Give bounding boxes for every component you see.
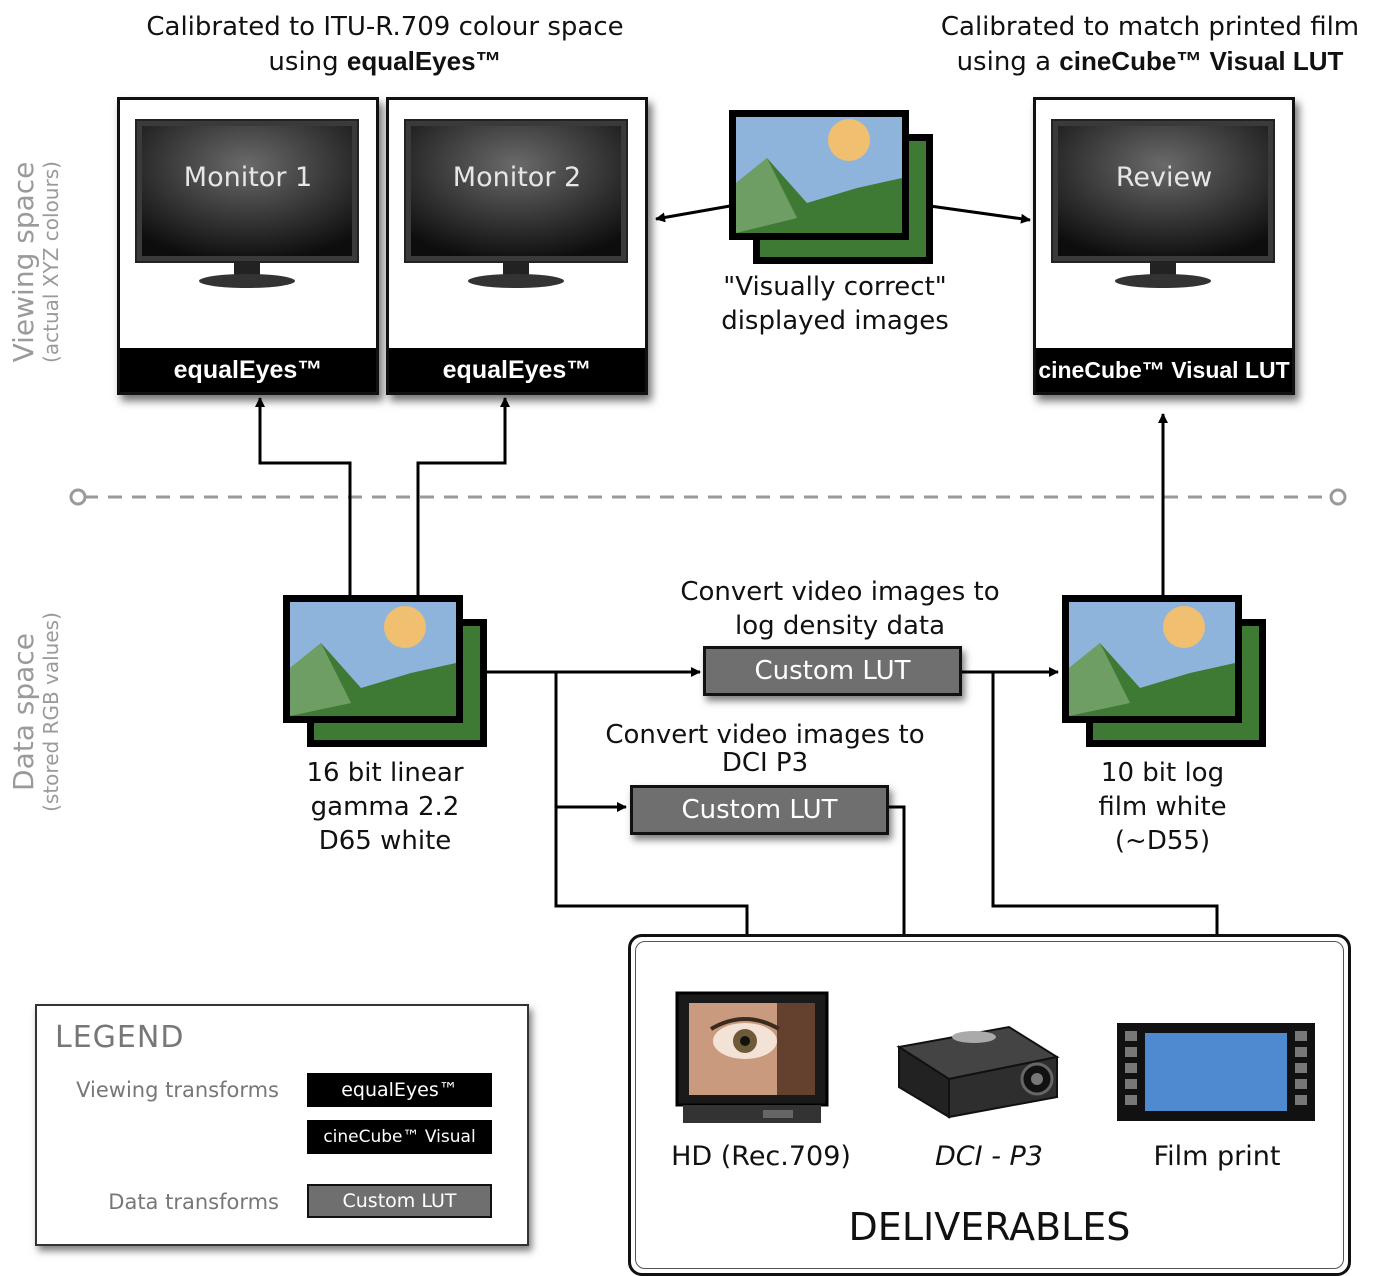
legend-data-label: Data transforms: [108, 1190, 279, 1214]
legend-title: LEGEND: [55, 1020, 185, 1055]
log-target-line1: 10 bit log: [1100, 758, 1225, 788]
arrow-source-to-monitor2: [416, 397, 510, 598]
monitor-icon: [1051, 119, 1275, 288]
divider-right-end: [1329, 488, 1347, 506]
displayed-images-icon: [729, 110, 933, 264]
review-card: Review cineCube™ Visual LUT: [1033, 97, 1295, 395]
review-transform: cineCube™ Visual LUT: [1036, 348, 1292, 392]
left-caption-line1: Calibrated to ITU-R.709 colour space: [146, 12, 624, 42]
monitor2-screen-label: Monitor 2: [452, 162, 582, 193]
legend-chip-custom-lut: Custom LUT: [307, 1184, 492, 1218]
log-target-line2: film white: [1098, 792, 1227, 822]
source-line2: gamma 2.2: [310, 792, 460, 822]
deliverable-film-label: Film print: [1153, 1141, 1281, 1172]
projector-icon: [896, 1025, 1060, 1119]
source-images-icon: [283, 595, 487, 747]
legend: LEGEND Viewing transforms Data transform…: [35, 1004, 529, 1246]
displayed-images-line1: "Visually correct": [723, 272, 947, 302]
left-caption-line2: using equalEyes™: [268, 46, 502, 77]
displayed-images-line2: displayed images: [721, 306, 949, 336]
monitor1-transform: equalEyes™: [120, 348, 376, 392]
monitor-icon: [404, 119, 628, 288]
convert-log-line1: Convert video images to: [680, 577, 1000, 607]
monitor2-transform: equalEyes™: [389, 348, 645, 392]
deliverables-panel: HD (Rec.709) DCI - P3 Film print DELIVER…: [628, 934, 1351, 1276]
film-print-icon: [1117, 1023, 1315, 1121]
deliverable-hd-label: HD (Rec.709): [671, 1141, 851, 1172]
monitor1-card: Monitor 1 equalEyes™: [117, 97, 379, 395]
legend-chip-cinecube: cineCube™ Visual LUT: [307, 1120, 492, 1181]
divider-left-end: [69, 488, 87, 506]
review-screen-label: Review: [1115, 162, 1213, 193]
displayed-images-label: "Visually correct" displayed images: [690, 270, 980, 338]
right-caption-line2: using a cineCube™ Visual LUT: [956, 46, 1344, 77]
custom-lut-dci: Custom LUT: [630, 785, 889, 835]
source-line1: 16 bit linear: [306, 758, 464, 788]
arrow-to-review: [929, 204, 1031, 224]
legend-chip-equaleyes: equalEyes™: [307, 1073, 492, 1107]
arrow-dci-lut-to-projector: [889, 805, 909, 993]
left-caption: Calibrated to ITU-R.709 colour space usi…: [140, 10, 630, 79]
source-line3: D65 white: [318, 826, 452, 856]
right-caption: Calibrated to match printed film using a…: [920, 10, 1380, 79]
monitor-icon: [135, 119, 359, 288]
convert-log-caption: Convert video images to log density data: [660, 575, 1020, 643]
log-target-label: 10 bit log film white (~D55): [1060, 756, 1265, 858]
convert-dci-line2: DCI P3: [721, 748, 809, 778]
arrow-source-to-monitor1: [255, 397, 352, 598]
source-label: 16 bit linear gamma 2.2 D65 white: [280, 756, 490, 858]
convert-dci-caption: Convert video images to DCI P3: [590, 721, 940, 777]
hd-monitor-icon: [675, 991, 829, 1123]
deliverables-title: DELIVERABLES: [848, 1205, 1131, 1249]
legend-viewing-label: Viewing transforms: [76, 1078, 279, 1102]
monitor1-screen-label: Monitor 1: [183, 162, 313, 193]
monitor2-card: Monitor 2 equalEyes™: [386, 97, 648, 395]
convert-log-line2: log density data: [734, 611, 946, 641]
arrow-to-monitor2: [655, 204, 731, 223]
right-caption-line1: Calibrated to match printed film: [940, 12, 1360, 42]
convert-dci-line1: Convert video images to: [605, 720, 925, 750]
log-images-icon: [1062, 595, 1266, 747]
log-target-line3: (~D55): [1114, 826, 1211, 856]
custom-lut-log: Custom LUT: [703, 646, 962, 696]
deliverable-dci-label: DCI - P3: [935, 1141, 1043, 1172]
